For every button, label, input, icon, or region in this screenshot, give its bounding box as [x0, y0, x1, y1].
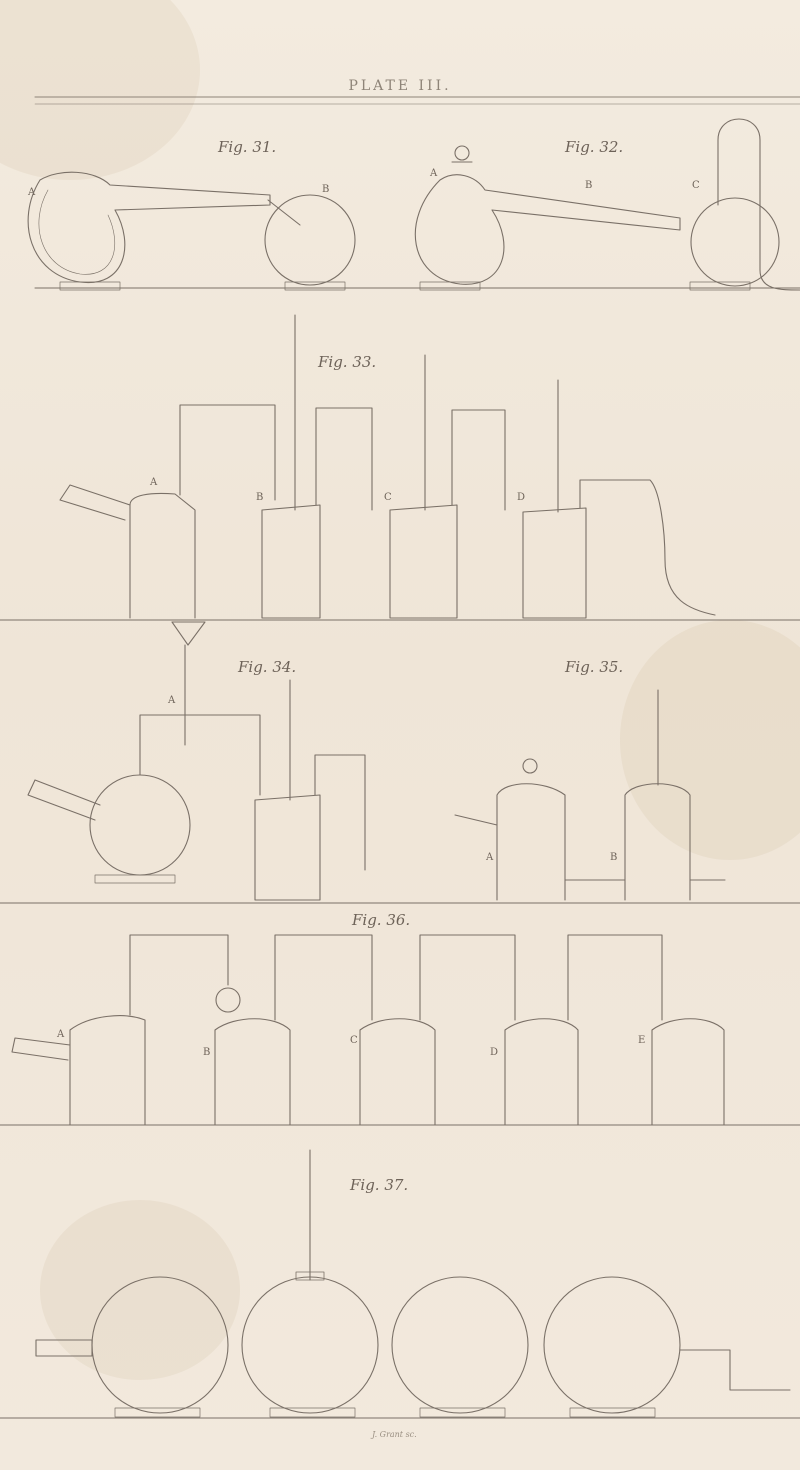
straw-ring [419, 1407, 506, 1418]
figure-36-letter-a: A [56, 1029, 65, 1040]
bottle-c [389, 504, 458, 619]
figure-36-letter-c: C [350, 1035, 358, 1046]
figure-33-label: Fig. 33. [317, 353, 376, 371]
straw-ring [269, 1407, 356, 1418]
outlet-tube [679, 1349, 791, 1391]
woulfe-globe-1 [91, 1276, 229, 1414]
figure-34: Fig. 34. A [27, 621, 366, 901]
figure-33-letter-b: B [256, 492, 263, 503]
bent-tube [717, 118, 761, 271]
connecting-tube [139, 714, 261, 796]
funnel [171, 621, 206, 646]
figure-31: Fig. 31. A B [27, 138, 800, 291]
flask-neck [27, 779, 101, 821]
retort-inner [38, 189, 115, 275]
bottle-b [261, 504, 321, 619]
tubulated-retort [414, 174, 681, 285]
retort-body [129, 492, 196, 619]
bottle-a-stopper [522, 758, 538, 774]
woulfe-globe-3 [391, 1276, 529, 1414]
figure-31-label: Fig. 31. [217, 138, 276, 156]
retort-stopper [454, 145, 470, 161]
figure-33-letter-c: C [384, 492, 392, 503]
inlet-tube [454, 814, 498, 826]
figure-35-label: Fig. 35. [564, 658, 623, 676]
receiver-flask [690, 197, 780, 287]
straw-ring [59, 281, 121, 291]
straw-ring [689, 281, 751, 291]
bottle-a [69, 1015, 146, 1126]
safety-bulb [215, 987, 241, 1013]
connecting-tube [451, 409, 506, 511]
delivery-tube [314, 754, 366, 871]
figure-32: Fig. 32. A B C [414, 118, 800, 291]
straw-ring [114, 1407, 201, 1418]
receiver-flask [264, 194, 356, 286]
inlet-tube [35, 1339, 93, 1357]
bottle-d [522, 507, 587, 619]
figure-36-label: Fig. 36. [351, 911, 410, 929]
bottle-b [624, 783, 691, 901]
straw-ring [284, 281, 346, 291]
figure-33-letter-d: D [517, 492, 525, 503]
engraver-credit: J. Grant sc. [370, 1430, 417, 1439]
figure-35-letter-a: A [485, 852, 494, 863]
figure-33: Fig. 33. A B C D [0, 314, 800, 621]
figure-37: Fig. 37. J. Grant sc. [0, 1149, 800, 1439]
paper-stain [620, 620, 800, 860]
figure-33-letter-a: A [149, 477, 158, 488]
woulfe-globe-4 [543, 1276, 681, 1414]
retort [27, 171, 271, 284]
connecting-tube [179, 404, 276, 501]
figure-36-letter-e: E [638, 1035, 645, 1046]
connecting-tube [274, 934, 373, 1021]
figure-34-letter-a: A [167, 695, 176, 706]
figure-32-label: Fig. 32. [564, 138, 623, 156]
retort-neck [59, 484, 131, 521]
figure-37-label: Fig. 37. [349, 1176, 408, 1194]
figure-36-letter-b: B [203, 1047, 210, 1058]
delivery-tube [579, 479, 716, 616]
paper-stain [40, 1200, 240, 1380]
figure-35: Fig. 35. A B [0, 658, 800, 904]
straw-ring [569, 1407, 656, 1418]
connecting-tube [567, 934, 663, 1021]
bottle-b [214, 1018, 291, 1126]
connecting-tube [315, 407, 373, 511]
bottle [254, 794, 321, 901]
bottle-c [359, 1018, 436, 1126]
figure-32-letter-b: B [585, 180, 592, 191]
bottle-a [496, 783, 566, 901]
figure-31-letter-a: A [27, 187, 36, 198]
figure-32-letter-a: A [429, 168, 438, 179]
receiver-neck [267, 199, 301, 226]
connecting-tube [419, 934, 516, 1021]
woulfe-globe-2 [241, 1276, 379, 1414]
bent-tube-end [759, 269, 800, 291]
figure-34-label: Fig. 34. [237, 658, 296, 676]
straw-ring [419, 281, 481, 291]
straw-ring [94, 874, 176, 884]
figure-32-letter-c: C [692, 180, 700, 191]
connecting-tube [129, 934, 229, 1016]
figure-36: Fig. 36. A B C D E [0, 911, 800, 1126]
figure-36-letter-d: D [490, 1047, 498, 1058]
bottle-a-neck [11, 1037, 71, 1061]
plate-title: PLATE III. [348, 78, 452, 94]
figure-31-letter-b: B [322, 184, 329, 195]
receiver-flask [89, 774, 191, 876]
bottle-e [651, 1018, 725, 1126]
tube-cap [295, 1271, 325, 1281]
bottle-d [504, 1018, 579, 1126]
figure-35-letter-b: B [610, 852, 617, 863]
